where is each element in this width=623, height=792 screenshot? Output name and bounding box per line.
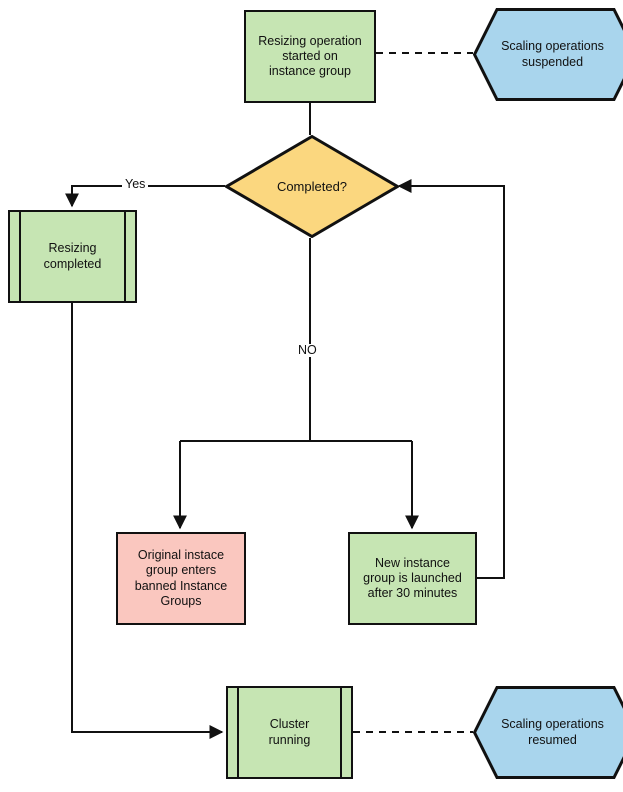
node-resizing-started-label: Resizing operation started on instance g… bbox=[258, 33, 362, 79]
node-scaling-suspended[interactable]: Scaling operations suspended bbox=[473, 8, 623, 101]
edge-new-group-feedback bbox=[397, 179, 505, 579]
node-resizing-completed[interactable]: Resizing completed bbox=[8, 210, 137, 303]
node-cluster-running-label: Cluster running bbox=[268, 717, 311, 747]
node-scaling-resumed-label: Scaling operations resumed bbox=[501, 717, 604, 747]
node-new-group-launched[interactable]: New instance group is launched after 30 … bbox=[348, 532, 477, 625]
node-scaling-suspended-label: Scaling operations suspended bbox=[501, 39, 604, 69]
edge-decision-yes bbox=[65, 185, 225, 208]
node-scaling-resumed[interactable]: Scaling operations resumed bbox=[473, 686, 623, 779]
node-resizing-started[interactable]: Resizing operation started on instance g… bbox=[244, 10, 376, 103]
node-completed-decision-label: Completed? bbox=[276, 179, 348, 194]
edge-resizing-to-cluster bbox=[71, 303, 224, 739]
node-original-group-banned[interactable]: Original instace group enters banned Ins… bbox=[116, 532, 246, 625]
node-resizing-completed-label: Resizing completed bbox=[43, 241, 102, 271]
hexagon-shape-suspended bbox=[473, 8, 623, 101]
hexagon-shape-resumed bbox=[473, 686, 623, 779]
edge-label-no: NO bbox=[295, 344, 320, 357]
node-cluster-running[interactable]: Cluster running bbox=[226, 686, 353, 779]
node-original-group-banned-label: Original instace group enters banned Ins… bbox=[134, 548, 228, 608]
node-new-group-launched-label: New instance group is launched after 30 … bbox=[363, 555, 462, 601]
edge-label-yes: Yes bbox=[122, 178, 149, 191]
diamond-shape-completed bbox=[225, 135, 399, 238]
node-completed-decision[interactable]: Completed? bbox=[225, 135, 399, 238]
